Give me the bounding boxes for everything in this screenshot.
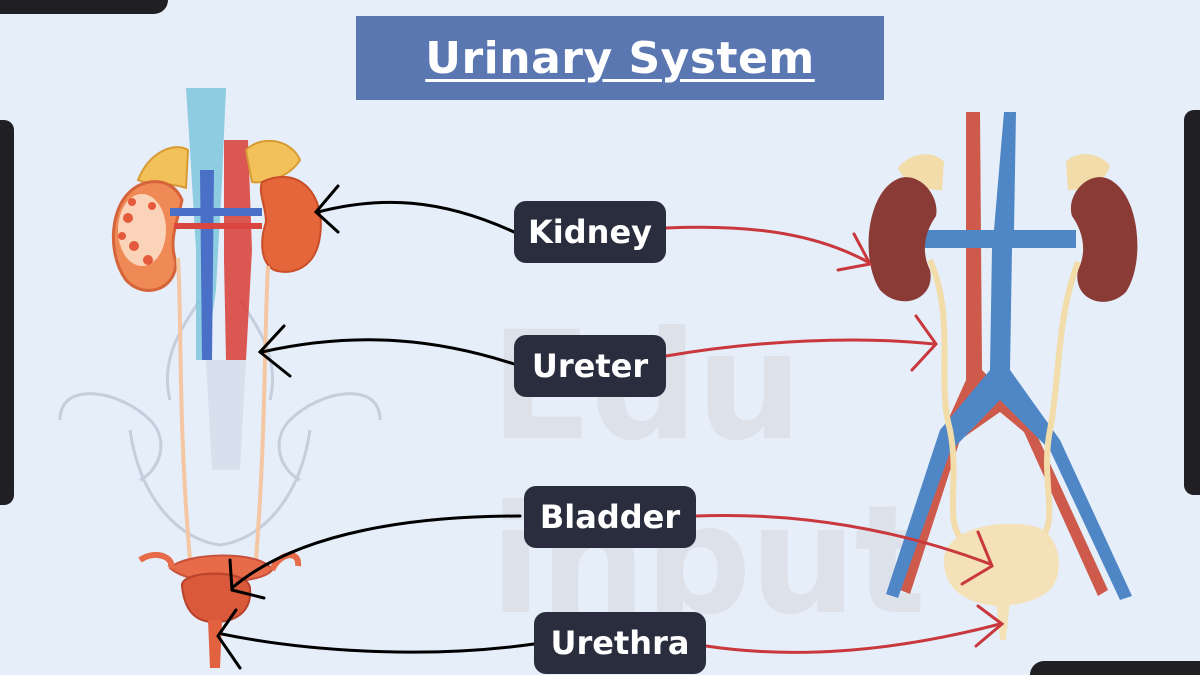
aorta-schematic: [900, 112, 1108, 596]
arrow-kidney-left-head: [313, 184, 340, 234]
label-kidney: Kidney: [514, 201, 666, 263]
vein-blue: [200, 170, 214, 360]
arrow-bladder-right-head: [960, 530, 994, 586]
corner-decoration-bottom-right: [1030, 661, 1200, 675]
arrow-bladder-left-head: [228, 558, 266, 600]
arrow-bladder-right: [694, 513, 992, 566]
arrow-ureter-left: [260, 338, 516, 366]
aorta: [224, 140, 252, 360]
edge-decoration-right: [1184, 110, 1200, 495]
arrow-urethra-left: [220, 632, 536, 654]
ureter-left-schematic: [927, 258, 965, 543]
arrow-urethra-right-head: [974, 604, 1005, 648]
arrow-ureter-left-head: [257, 324, 292, 378]
ureter-right: [254, 265, 270, 561]
kidney-left-schematic: [868, 177, 937, 302]
arrow-ureter-right-head: [910, 314, 938, 372]
arrow-ureter-right: [664, 338, 936, 358]
arrow-urethra-left-head: [216, 608, 242, 670]
page-title: Urinary System: [425, 32, 815, 84]
arrow-bladder-left: [230, 514, 522, 590]
kidney-left: [112, 180, 184, 292]
arrow-kidney-right: [664, 225, 870, 264]
urethra-left: [208, 620, 222, 668]
label-bladder: Bladder: [524, 486, 696, 548]
arrow-kidney-right-head: [836, 232, 873, 272]
kidney-right-schematic: [1070, 177, 1138, 302]
corner-decoration-top-left: [0, 0, 168, 14]
arrow-kidney-left: [316, 200, 516, 234]
kidney-right: [259, 175, 322, 273]
label-ureter: Ureter: [514, 335, 666, 397]
vena-cava-schematic: [886, 112, 1132, 600]
arrow-urethra-right: [704, 622, 1002, 654]
edge-decoration-left: [0, 120, 14, 505]
title-banner: Urinary System: [356, 16, 884, 100]
ureter-right-schematic: [1037, 260, 1081, 543]
ureter-left: [176, 257, 192, 561]
urethra-schematic: [996, 600, 1010, 640]
label-urethra: Urethra: [534, 612, 706, 674]
bladder-schematic: [944, 523, 1059, 606]
